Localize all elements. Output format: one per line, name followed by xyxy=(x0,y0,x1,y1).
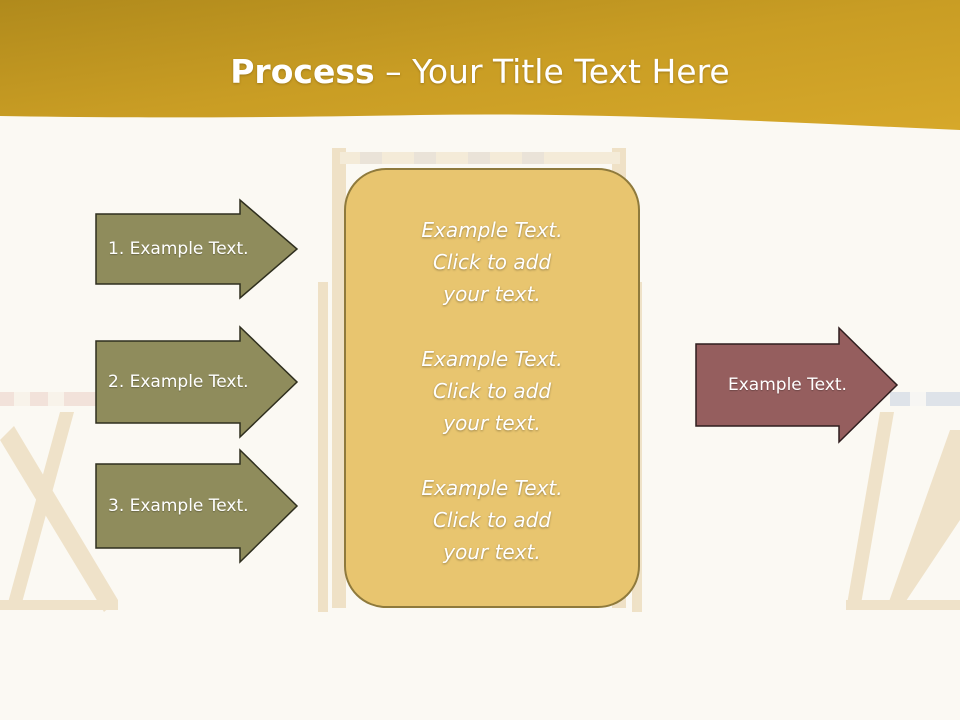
center-text-box[interactable]: Example Text. Click to add your text. Ex… xyxy=(344,168,640,608)
center-line: Example Text. xyxy=(421,475,563,500)
result-arrow-label: Example Text. xyxy=(728,375,847,395)
center-text-block-2: Example Text. Click to add your text. xyxy=(346,343,638,439)
title-rest: – Your Title Text Here xyxy=(374,52,730,91)
arrow-shape-1 xyxy=(95,198,299,300)
center-line: Example Text. xyxy=(421,218,563,243)
arrow-label-2: 2. Example Text. xyxy=(108,372,249,392)
process-arrow-1[interactable]: 1. Example Text. xyxy=(94,198,300,300)
center-text-block-3: Example Text. Click to add your text. xyxy=(346,472,638,568)
result-arrow[interactable]: Example Text. xyxy=(694,326,900,444)
arrow-label-3: 3. Example Text. xyxy=(108,496,249,516)
arrow-shape-2 xyxy=(95,325,299,439)
arrow-shape-3 xyxy=(95,448,299,564)
slide-title: Process – Your Title Text Here xyxy=(0,52,960,91)
result-arrow-shape xyxy=(695,326,899,444)
center-line: your text. xyxy=(443,282,541,307)
deck-chair-left xyxy=(0,392,118,612)
center-line: your text. xyxy=(443,410,541,435)
center-line: your text. xyxy=(443,539,541,564)
header-band xyxy=(0,0,960,130)
center-line: Example Text. xyxy=(421,346,563,371)
center-line: Click to add xyxy=(432,507,552,532)
deck-chair-right xyxy=(846,392,960,610)
process-arrow-2[interactable]: 2. Example Text. xyxy=(94,325,300,439)
arrow-label-1: 1. Example Text. xyxy=(108,239,249,259)
center-line: Click to add xyxy=(432,378,552,403)
process-arrow-3[interactable]: 3. Example Text. xyxy=(94,448,300,564)
center-line: Click to add xyxy=(432,250,552,275)
title-bold: Process xyxy=(230,52,375,91)
center-text-block-1: Example Text. Click to add your text. xyxy=(346,214,638,310)
